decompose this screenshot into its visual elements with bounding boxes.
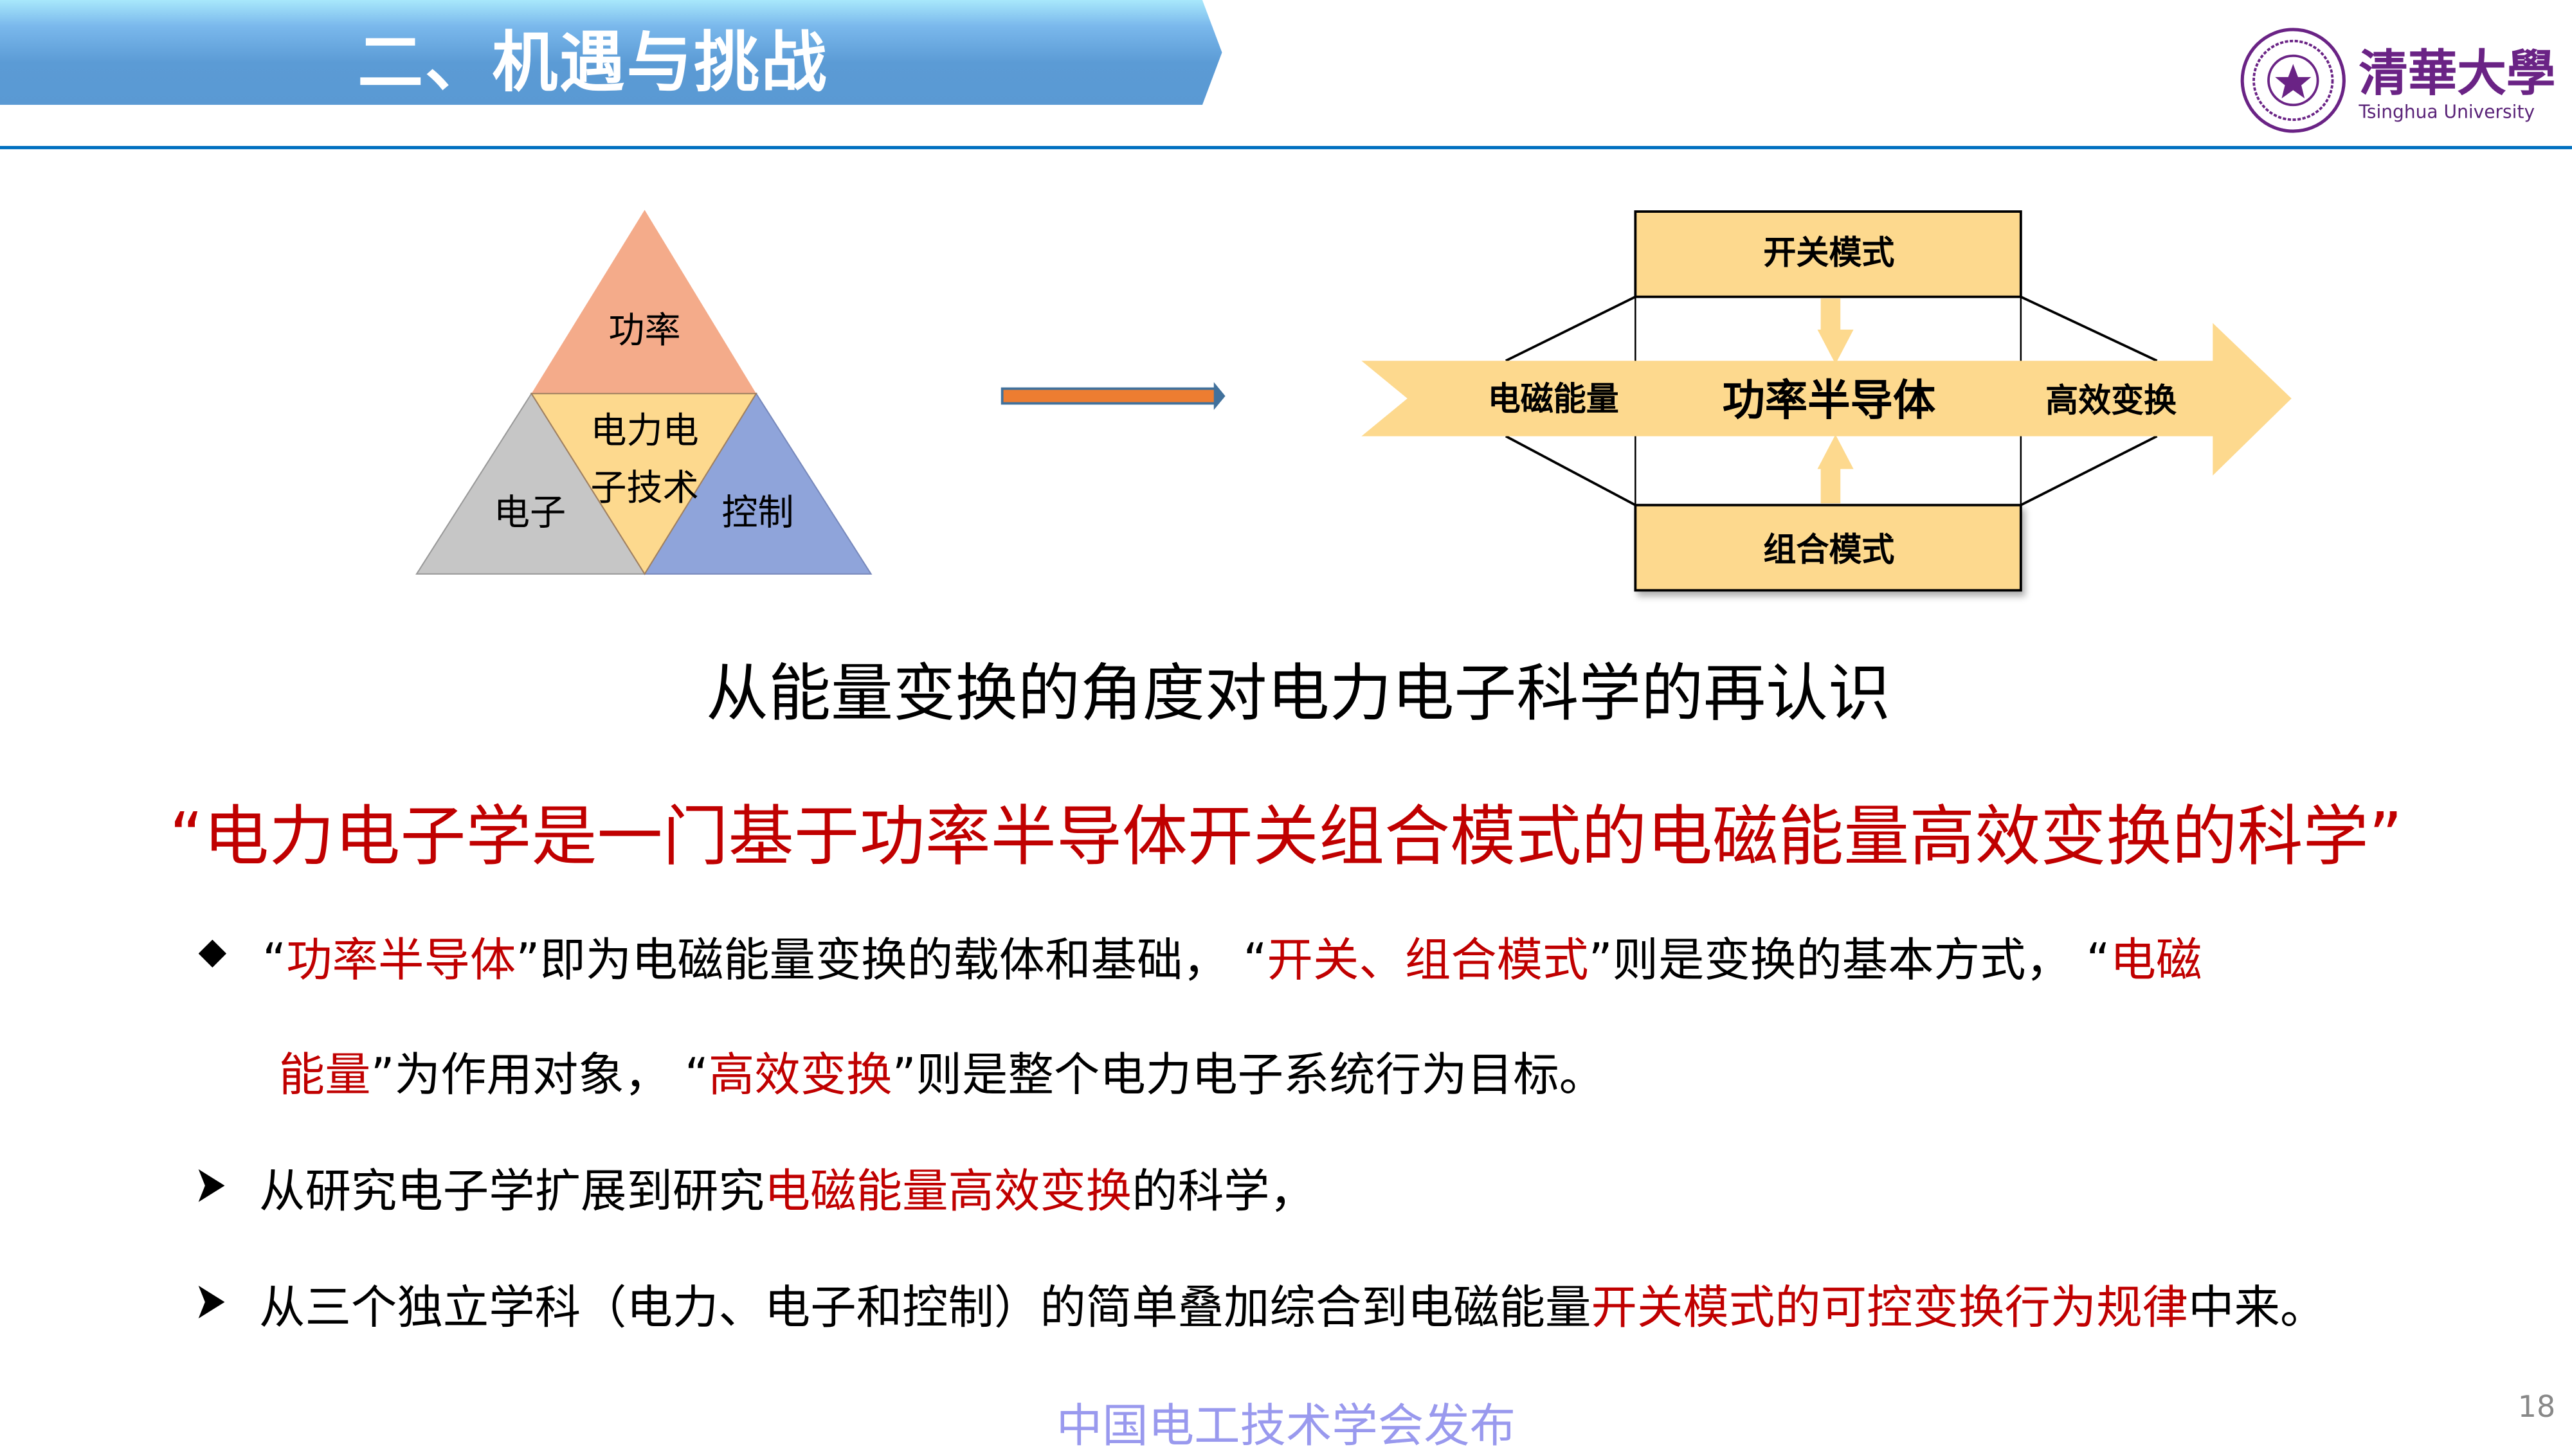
text: 从三个独立学科（电力、电子和控制）的简单叠加综合到电磁能量 — [259, 1281, 1591, 1335]
discipline-triangle: 功率 电力电 子技术 电子 控制 — [415, 210, 873, 575]
text: ”则是整个电力电子系统行为目标。 — [892, 1048, 1606, 1102]
highlight: 开关、组合模式 — [1267, 933, 1589, 987]
box-combination-mode — [1634, 503, 2022, 592]
label-electronics: 电子 — [494, 492, 566, 534]
bullet-2: 从研究电子学扩展到研究电磁能量高效变换的科学， — [259, 1156, 1316, 1221]
triangle-power-electronics — [530, 393, 757, 575]
label-combination-mode: 组合模式 — [1763, 531, 1894, 569]
tsinghua-seal-icon — [2240, 28, 2346, 133]
right-arrow-icon — [1001, 382, 1226, 410]
highlight: 高效变换 — [708, 1048, 892, 1102]
thesis-quote: “电力电子学是一门基于功率半导体开关组合模式的电磁能量高效变换的科学” — [169, 800, 2403, 876]
energy-flow-arrow — [1361, 323, 2292, 476]
text: 中来。 — [2188, 1281, 2326, 1335]
up-arrow-icon — [1817, 435, 1854, 504]
page-number: 18 — [2517, 1390, 2556, 1425]
text: 从研究电子学扩展到研究 — [259, 1164, 765, 1219]
label-control: 控制 — [721, 492, 793, 534]
highlight: 能量 — [278, 1048, 371, 1102]
slide-title: 二、机遇与挑战 — [358, 26, 829, 102]
label-power-semiconductor: 功率半导体 — [1723, 375, 1936, 425]
highlight: 电磁 — [2110, 933, 2202, 987]
title-banner — [0, 0, 1222, 105]
label-pe-1: 电力电 — [590, 410, 698, 452]
footer-publisher: 中国电工技术学会发布 — [1056, 1399, 1516, 1453]
bullet-1-line-1: “功率半导体”即为电磁能量变换的载体和基础， “开关、组合模式”则是变换的基本方… — [262, 925, 2202, 991]
label-em-energy: 电磁能量 — [1488, 381, 1619, 418]
text: ”为作用对象， “ — [370, 1048, 709, 1102]
header-divider — [0, 146, 2572, 150]
university-logo-en: Tsinghua University — [2359, 102, 2535, 123]
label-power: 功率 — [608, 310, 680, 352]
arrow-bullet-icon — [198, 1169, 225, 1202]
text: “ — [262, 933, 287, 987]
label-pe-2: 子技术 — [590, 467, 698, 509]
highlight: 开关模式的可控变换行为规律 — [1591, 1281, 2189, 1335]
highlight: 功率半导体 — [286, 933, 516, 987]
text: 的科学， — [1132, 1164, 1316, 1219]
down-arrow-icon — [1817, 298, 1854, 364]
section-heading: 从能量变换的角度对电力电子科学的再认识 — [706, 657, 1891, 730]
bullet-1-line-2: 能量”为作用对象， “高效变换”则是整个电力电子系统行为目标。 — [279, 1039, 1605, 1105]
university-logo-text: 清華大學 — [2359, 46, 2556, 103]
box-switch-mode — [1634, 210, 2022, 298]
label-efficient-conversion: 高效变换 — [2045, 382, 2177, 420]
triangle-power — [531, 210, 757, 394]
label-switch-mode: 开关模式 — [1763, 235, 1894, 273]
diamond-bullet-icon — [198, 939, 227, 968]
text: ”则是变换的基本方式， “ — [1588, 933, 2110, 987]
flow-diagram: 开关模式 组合模式 电磁能量 功率半导体 高效变换 — [1361, 210, 2292, 592]
arrow-bullet-icon — [198, 1285, 225, 1319]
text: ”即为电磁能量变换的载体和基础， “ — [516, 933, 1267, 987]
highlight: 电磁能量高效变换 — [764, 1164, 1132, 1219]
bullet-3: 从三个独立学科（电力、电子和控制）的简单叠加综合到电磁能量开关模式的可控变换行为… — [259, 1273, 2326, 1338]
